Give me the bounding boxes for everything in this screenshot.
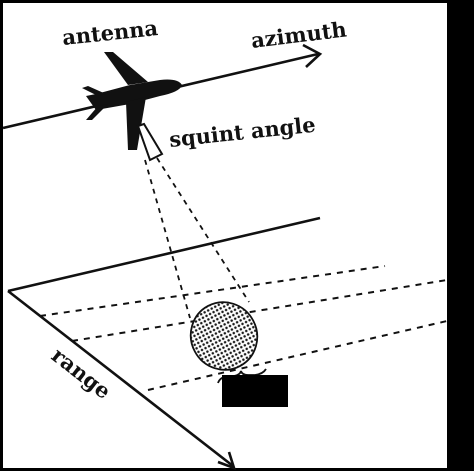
- antenna-element: [136, 122, 164, 162]
- ground-line-far: [7, 216, 321, 293]
- antenna-beam: [144, 157, 250, 319]
- range-axis: [7, 289, 237, 471]
- redacted-box: [222, 375, 288, 407]
- airplane-icon: [82, 52, 182, 150]
- antenna-footprint: [189, 301, 259, 371]
- swath-lines: [39, 265, 448, 391]
